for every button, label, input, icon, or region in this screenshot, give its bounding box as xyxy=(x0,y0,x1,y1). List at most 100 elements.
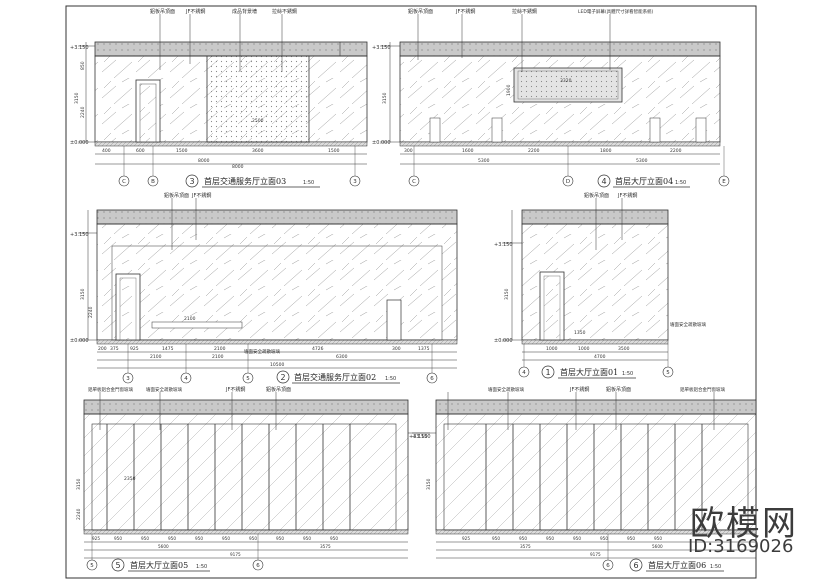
dim-05-r1-7: 950 xyxy=(276,536,284,541)
dim-03-r1-2: 1500 xyxy=(176,148,188,154)
dim-03-r1-4: 1500 xyxy=(328,148,340,154)
note-stone-05: 鋁板吊頂面 xyxy=(266,386,291,393)
vdim-c-03: 2240 xyxy=(80,106,86,118)
dim-04-r2-1: 5300 xyxy=(636,158,648,164)
note-fire-01: 墻面安全疏散玻璃 xyxy=(670,321,706,328)
note-stone-02: 鋁板吊頂面 xyxy=(164,192,189,199)
note-stone2-04: 拉絲不銹鋼 xyxy=(512,8,537,15)
title-num-03: 3 xyxy=(189,177,194,186)
dim-02-r1-5: 4726 xyxy=(312,346,324,352)
level-top-05: +3.150 xyxy=(409,434,428,440)
vdim-b-02: 3150 xyxy=(80,288,86,300)
dim-05-r1-9: 950 xyxy=(330,536,338,541)
note-stone-06: 鋁板吊頂面 xyxy=(606,386,631,393)
dim-02-r1-1: 375 xyxy=(110,346,119,352)
note-ceiling-06: JF不銹鋼 xyxy=(569,386,589,393)
elevation-04: 鋁板吊頂面 JF不銹鋼 拉絲不銹鋼 LED電子屏幕(具體尺寸詳看智能系統) +3… xyxy=(372,8,730,188)
note-led-04: LED電子屏幕(具體尺寸詳看智能系統) xyxy=(578,8,654,15)
note-stone-01: 鋁板吊頂面 xyxy=(584,192,609,199)
dim-02-r1-6: 300 xyxy=(392,346,401,352)
axis-02-5: 5 xyxy=(246,376,250,382)
dim-04-r1-0: 300 xyxy=(404,148,413,154)
title-scale-06: 1:50 xyxy=(710,564,721,570)
dim-02-r1-0: 200 xyxy=(98,346,107,352)
axis-01-5: 5 xyxy=(666,370,670,376)
dim-06-r2-1: 5600 xyxy=(652,544,663,549)
elevation-01: 鋁板吊頂面 JF不銹鋼 墻面安全疏散玻璃 +3.150 ±0.000 3150 … xyxy=(494,192,706,379)
axis-04-d: D xyxy=(566,179,570,185)
inner-door-03: 2500 xyxy=(252,118,264,124)
dim-04-r1-2: 2200 xyxy=(528,148,540,154)
title-04: 首层大厅立面04 xyxy=(615,176,673,186)
dim-02-r2-1: 2100 xyxy=(212,354,224,360)
axis-03-b: B xyxy=(151,179,155,185)
axis-02-6: 6 xyxy=(430,376,434,382)
level-top-06: +3.150 xyxy=(412,434,431,440)
dim-02-r1-2: 925 xyxy=(130,346,139,352)
dim-04-r1-4: 2200 xyxy=(670,148,682,154)
dim-05-r2-0: 5600 xyxy=(158,544,169,549)
note-fire-02: 墻面安全疏散玻璃 xyxy=(244,348,280,355)
dim-06-r1-7: 950 xyxy=(654,536,662,541)
elevation-05: 鋁單板鋁合金門窗玻璃 墻面安全疏散玻璃 JF不銹鋼 鋁板吊頂面 +3.150 3… xyxy=(76,386,430,572)
inner-panel-04: 3320 xyxy=(560,78,572,84)
dim-05-r1-5: 950 xyxy=(222,536,230,541)
title-02: 首层交通服务厅立面02 xyxy=(294,372,376,382)
note-door-05: 鋁單板鋁合金門窗玻璃 xyxy=(88,386,133,393)
dim-06-r1-0: 925 xyxy=(462,536,470,541)
dim-02-r3-0: 10500 xyxy=(270,362,284,368)
title-scale-05: 1:50 xyxy=(196,564,207,570)
axis-05-5: 5 xyxy=(90,563,94,569)
note-ceiling-03: JF不銹鋼 xyxy=(185,8,205,15)
dim-06-r1-5: 950 xyxy=(600,536,608,541)
note-wallpaper-03: 成品背景墻 xyxy=(232,8,257,15)
axis-04-c: C xyxy=(412,179,416,185)
level-top-01: +3.150 xyxy=(494,242,513,248)
vdim-b-05: 3150 xyxy=(76,478,82,490)
title-06: 首层大厅立面06 xyxy=(648,560,706,570)
dim-05-r1-1: 950 xyxy=(114,536,122,541)
dim-01-r2-0: 4700 xyxy=(594,354,606,360)
title-scale-02: 1:50 xyxy=(385,376,396,382)
title-05: 首层大厅立面05 xyxy=(130,560,188,570)
watermark-id: ID:3169026 xyxy=(688,536,794,557)
title-scale-04: 1:50 xyxy=(675,180,686,186)
title-num-05: 5 xyxy=(115,561,120,570)
elevation-06: 墻面安全疏散玻璃 JF不銹鋼 鋁板吊頂面 鋁單板鋁合金門窗玻璃 +3.150 3… xyxy=(412,386,757,572)
dim-06-r1-6: 950 xyxy=(627,536,635,541)
level-top-02: +3.150 xyxy=(70,232,89,238)
title-03: 首层交通服务厅立面03 xyxy=(204,176,286,186)
dim-03-r1-3: 3600 xyxy=(252,148,264,154)
dim-01-r1-2: 3500 xyxy=(618,346,630,352)
dim-05-r1-2: 950 xyxy=(141,536,149,541)
dim-05-r1-6: 950 xyxy=(249,536,257,541)
note-ceiling-04: JF不銹鋼 xyxy=(455,8,475,15)
inner-h-01: 1350 xyxy=(574,330,586,336)
level-base-01: ±0.000 xyxy=(494,338,513,344)
title-num-04: 4 xyxy=(601,177,606,186)
inner-h-04: 1900 xyxy=(506,84,512,96)
dim-04-r2-0: 5300 xyxy=(478,158,490,164)
note-ceiling-02: JF不銹鋼 xyxy=(191,192,211,199)
title-scale-01: 1:50 xyxy=(622,371,633,377)
dim-05-r1-4: 950 xyxy=(195,536,203,541)
elevation-03: 鋁板吊頂面 JF不銹鋼 成品背景墻 拉絲不銹鋼 +3.150 ±0.000 85… xyxy=(70,8,368,188)
axis-03-c: C xyxy=(122,179,126,185)
dim-04-r1-1: 1600 xyxy=(462,148,474,154)
elevation-02: 鋁板吊頂面 JF不銹鋼 墻面安全疏散玻璃 +3.150 ±0.000 3150 … xyxy=(70,192,458,384)
title-01: 首层大厅立面01 xyxy=(560,367,618,377)
vdim-b-01: 3150 xyxy=(504,288,510,300)
dim-06-r3-0: 9175 xyxy=(590,552,601,557)
dim-01-r1-1: 1000 xyxy=(578,346,590,352)
vdim-c-02: 2240 xyxy=(88,306,94,318)
title-scale-03: 1:50 xyxy=(303,180,314,186)
inner-h-05: 2350 xyxy=(124,476,136,482)
title-num-01: 1 xyxy=(545,368,550,377)
dim-02-r1-3: 1475 xyxy=(162,346,174,352)
level-top-04: +3.150 xyxy=(372,45,391,51)
note-stone-04: 鋁板吊頂面 xyxy=(408,8,433,15)
note-fire-05: 墻面安全疏散玻璃 xyxy=(146,386,182,393)
axis-06-6: 6 xyxy=(606,563,610,569)
dim-03-r1-0: 400 xyxy=(102,148,111,154)
note-fire-06: 墻面安全疏散玻璃 xyxy=(488,386,524,393)
